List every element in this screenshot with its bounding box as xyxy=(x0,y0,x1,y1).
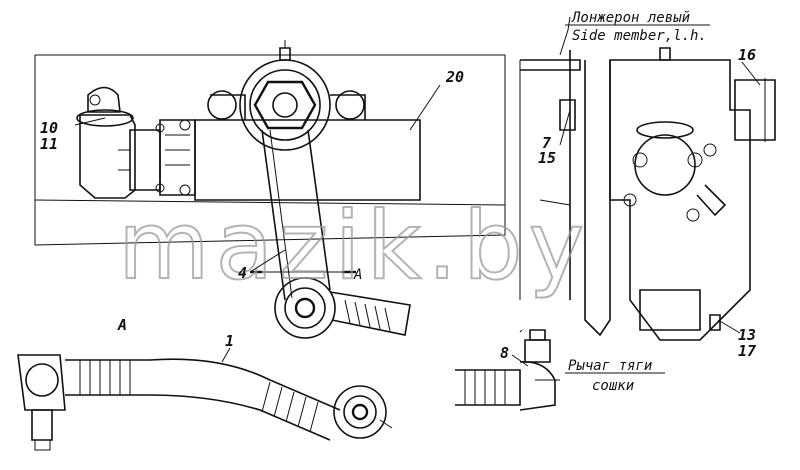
leader-lines xyxy=(74,16,761,381)
steering-gear-side-view xyxy=(609,47,776,341)
callout-8: 8 xyxy=(500,344,509,362)
callout-20: 20 xyxy=(445,68,464,86)
steering-gear-housing xyxy=(129,40,421,201)
side-member-bracket xyxy=(519,50,611,337)
callout-4: 4 xyxy=(238,264,247,282)
side-member-label-ru: Лонжерон левый xyxy=(571,10,690,26)
frame-plate xyxy=(34,54,506,246)
callout-1: 1 xyxy=(225,332,234,350)
pitman-arm-label-line1: Рычаг тяги xyxy=(568,358,652,374)
side-member-label-en: Side member,l.h. xyxy=(572,28,707,44)
section-marks: A A A xyxy=(117,267,362,334)
text-labels: Лонжерон левый Side member,l.h. Рычаг тя… xyxy=(568,10,707,394)
callout-17: 17 xyxy=(738,342,756,360)
callout-7: 7 xyxy=(542,134,551,152)
callouts: 10 11 20 4 7 15 16 13 17 1 8 xyxy=(40,46,756,362)
callout-10: 10 xyxy=(40,119,58,137)
callout-11: 11 xyxy=(40,135,58,153)
pitman-arm xyxy=(250,129,411,339)
watermark: mazik.by xyxy=(117,191,590,302)
callout-16: 16 xyxy=(738,46,756,64)
control-valve xyxy=(76,86,136,199)
watermark-text: mazik.by xyxy=(118,192,590,301)
view-a-label: A xyxy=(117,316,127,334)
drag-link-assembly xyxy=(17,354,393,451)
section-a-right: A xyxy=(353,267,362,283)
pitman-arm-label-line2: сошки xyxy=(592,378,634,394)
callout-15: 15 xyxy=(538,149,556,167)
pitman-arm-ball-pin xyxy=(455,329,556,411)
callout-13: 13 xyxy=(738,326,756,344)
